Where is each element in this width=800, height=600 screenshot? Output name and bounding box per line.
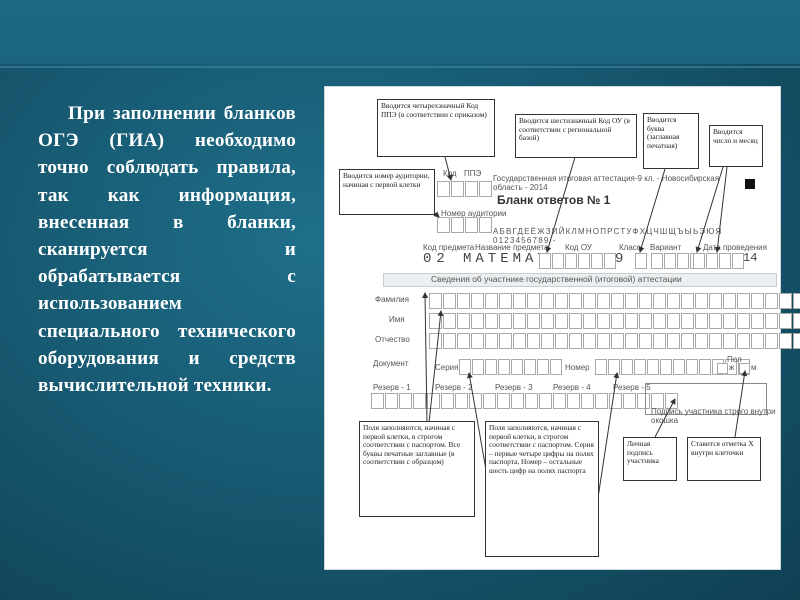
gender-label: Пол <box>727 355 742 364</box>
slide-paragraph: При заполнении бланков ОГЭ (ГИА) необход… <box>38 103 296 397</box>
form-header-caption: Государственная итоговая аттестация-9 кл… <box>493 174 720 192</box>
school-code-cells <box>539 253 617 269</box>
callout-day-month: Вводится число и месяц <box>709 125 763 167</box>
patronymic-cells <box>429 333 800 349</box>
slide-header-bar <box>0 0 800 64</box>
alphabet-sample: АБВГДЕЁЖЗИЙКЛМНОПРСТУФХЦЧШЩЪЫЬЭЮЯ 012345… <box>493 227 723 245</box>
filled-class: 9 <box>615 251 624 267</box>
letter-cell <box>635 253 648 269</box>
signature-box <box>645 383 767 415</box>
filled-subject-code: 02 <box>423 251 450 267</box>
section-title: Сведения об участнике государственной (и… <box>431 274 682 284</box>
filled-subject-name: МАТЕМАТ <box>463 251 550 267</box>
col-subject-name: Название предмета <box>475 243 549 252</box>
name-label: Имя <box>389 315 405 324</box>
callout-passport: Поля заполняются, начиная с первой клетк… <box>485 421 599 557</box>
col-class: Класс <box>619 243 641 252</box>
auditory-cells <box>437 217 493 233</box>
reserve-5-label: Резерв - 5 <box>613 383 651 392</box>
surname-cells <box>429 293 800 309</box>
signature-caption: Подпись участника строго внутри окошка <box>651 407 776 425</box>
gender-box-f <box>717 363 729 374</box>
gender-box-m <box>739 363 751 374</box>
reserve-4-label: Резерв - 4 <box>553 383 591 392</box>
ppe-label: ППЭ <box>464 169 482 178</box>
corner-marker <box>745 179 755 189</box>
col-variant: Вариант <box>650 243 682 252</box>
number-label: Номер <box>565 363 590 372</box>
callout-signature: Личная подпись участника <box>623 437 677 481</box>
date-cells <box>693 253 745 269</box>
callout-auditory: Вводится номер аудитории, начиная с перв… <box>339 169 435 215</box>
gender-f-label: ж <box>729 363 735 372</box>
reserve-3-label: Резерв - 3 <box>495 383 533 392</box>
col-school-code: Код ОУ <box>565 243 592 252</box>
callout-gender-mark: Ставится отметка Х внутри клеточки <box>687 437 761 481</box>
reserve-1-label: Резерв - 1 <box>373 383 411 392</box>
ppe-cells <box>437 181 493 197</box>
surname-label: Фамилия <box>375 295 409 304</box>
number-cells <box>595 359 751 375</box>
name-cells <box>429 313 800 329</box>
filled-year: 14 <box>743 251 758 265</box>
col-date: Дата проведения <box>703 243 767 252</box>
callout-school-code: Вводится шестизначный Код ОУ (в соответс… <box>515 114 637 158</box>
series-cells <box>459 359 563 375</box>
patronymic-label: Отчество <box>375 335 410 344</box>
slide-text: При заполнении бланков ОГЭ (ГИА) необход… <box>38 100 296 399</box>
callout-letter: Вводится буква (заглавная печатная) <box>643 113 699 169</box>
auditory-label: Номер аудитории <box>441 209 507 218</box>
series-label: Серия <box>435 363 459 372</box>
callout-name-fields: Поля заполняются, начиная с первой клетк… <box>359 421 475 517</box>
header-divider <box>0 66 800 68</box>
form-title: Бланк ответов № 1 <box>497 193 611 207</box>
callout-ppe-code: Вводится четырехзначный Код ППЭ (в соотв… <box>377 99 495 157</box>
gender-m-label: м <box>751 363 757 372</box>
kod-label: Код <box>443 169 457 178</box>
col-subject-code: Код предмета <box>423 243 475 252</box>
document-label: Документ <box>373 359 409 368</box>
answer-form-image: Код ППЭ Номер аудитории Государственная … <box>324 86 800 570</box>
reserve-cells <box>371 393 679 409</box>
reserve-2-label: Резерв - 2 <box>435 383 473 392</box>
